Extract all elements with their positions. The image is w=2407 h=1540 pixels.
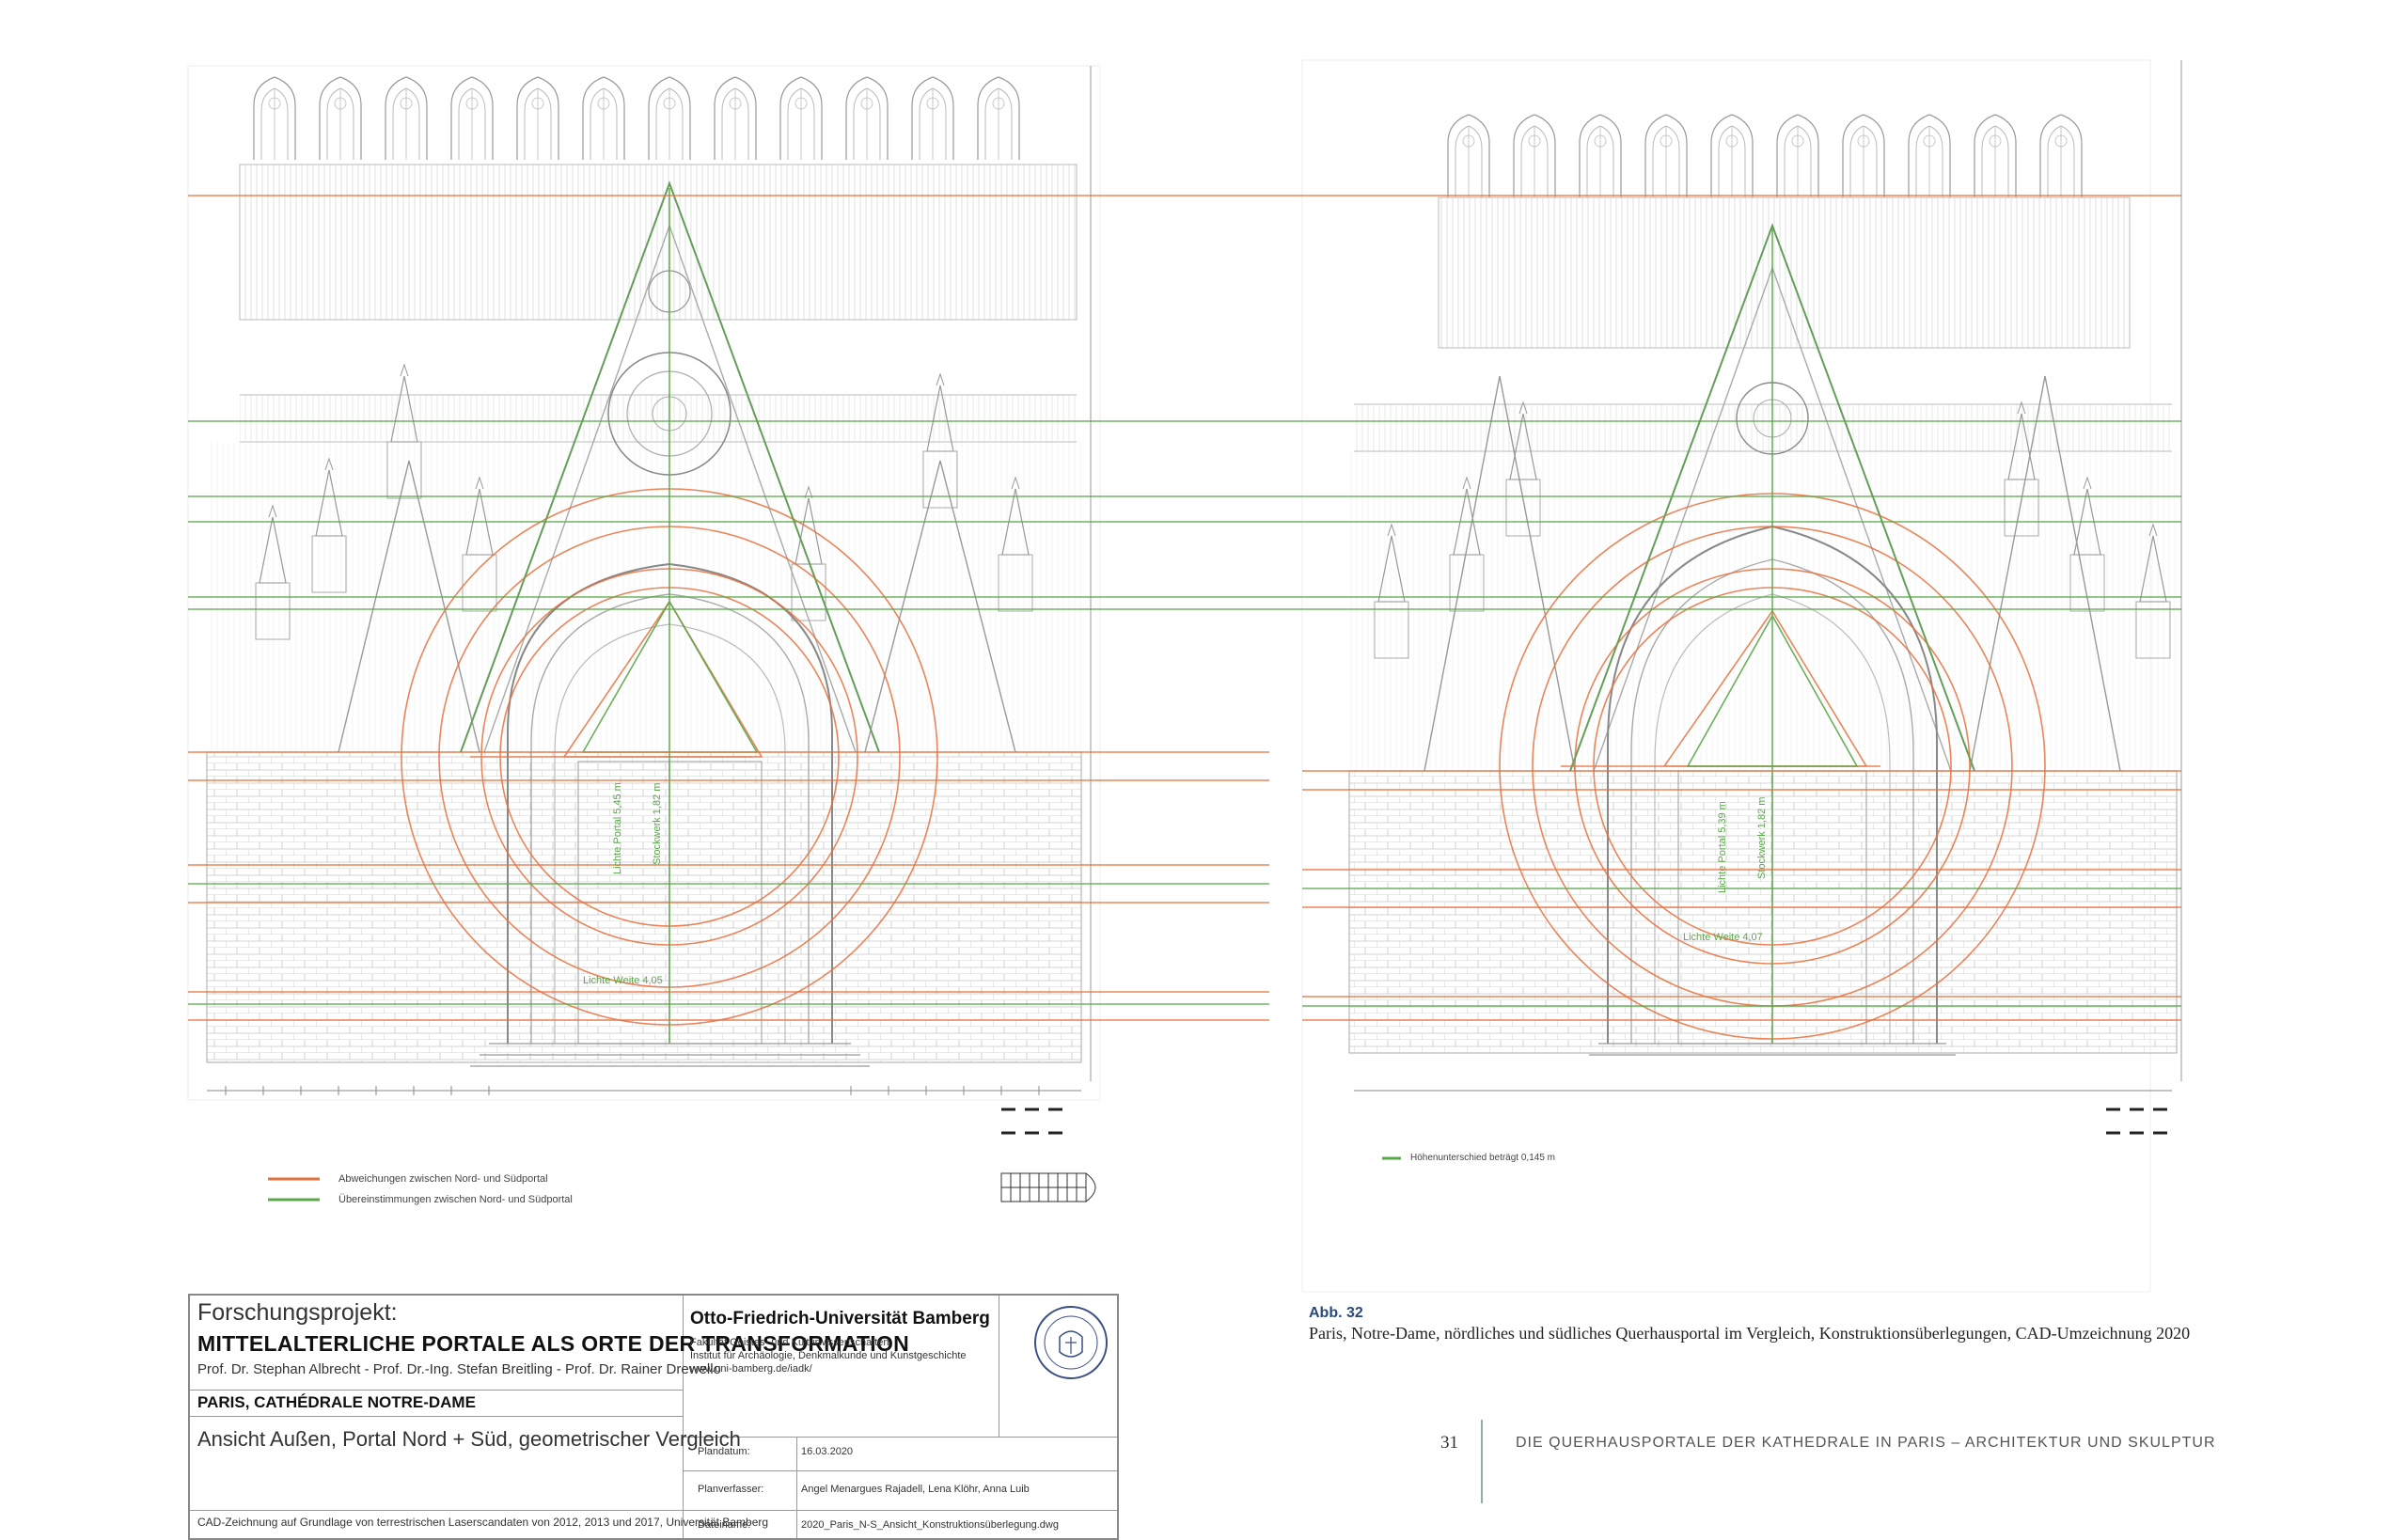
svg-text:Lichte Weite 4,07: Lichte Weite 4,07 — [1683, 932, 1763, 943]
cad-note: CAD-Zeichnung auf Grundlage von terrestr… — [197, 1516, 769, 1529]
figure-caption: Paris, Notre-Dame, nördliches und südlic… — [1309, 1324, 2191, 1343]
project-title: MITTELALTERLICHE PORTALE ALS ORTE DER TR… — [197, 1331, 910, 1356]
university-name: Otto-Friedrich-Universität Bamberg — [690, 1309, 990, 1328]
university-seal-icon — [1034, 1306, 1108, 1379]
svg-text:Stockwerk 1,82 m: Stockwerk 1,82 m — [1756, 797, 1768, 879]
file-name-key: Dateiname: — [698, 1519, 751, 1531]
legend-green-label: Übereinstimmungen zwischen Nord- und Süd… — [338, 1194, 573, 1205]
professors: Prof. Dr. Stephan Albrecht - Prof. Dr.-I… — [197, 1361, 721, 1377]
height-difference-note: Höhenunterschied beträgt 0,145 m — [1410, 1153, 1555, 1163]
figure-label: Abb. 32 — [1309, 1305, 1363, 1321]
svg-text:Lichte Portal 5,45 m: Lichte Portal 5,45 m — [612, 782, 623, 874]
legend-orange-label: Abweichungen zwischen Nord- und Südporta… — [338, 1173, 548, 1185]
left-elevation: Lichte Portal 5,45 m Stockwerk 1,82 m Li… — [206, 66, 1096, 1202]
place-name: PARIS, CATHÉDRALE NOTRE-DAME — [197, 1393, 476, 1411]
svg-text:Lichte Portal 5,39 m: Lichte Portal 5,39 m — [1717, 801, 1728, 893]
footer-divider — [1481, 1420, 1483, 1503]
comparison-lines — [188, 195, 2181, 1021]
faculty-line: Fakultät Geistes- und Kulturwissenschaft… — [690, 1337, 889, 1348]
svg-text:Stockwerk 1,82 m: Stockwerk 1,82 m — [652, 783, 663, 865]
svg-text:Lichte Weite 4,05: Lichte Weite 4,05 — [583, 975, 663, 986]
title-block: Forschungsprojekt: MITTELALTERLICHE PORT… — [188, 1294, 1119, 1540]
plan-date-key: Plandatum: — [698, 1446, 750, 1457]
file-name-value: 2020_Paris_N-S_Ansicht_Konstruktionsüber… — [801, 1519, 1059, 1531]
plan-author-value: Angel Menargues Rajadell, Lena Klöhr, An… — [801, 1484, 1030, 1495]
view-description: Ansicht Außen, Portal Nord + Süd, geomet… — [197, 1427, 741, 1451]
institute-line: Institut für Archäologie, Denkmalkunde u… — [690, 1350, 967, 1361]
website-line: www.uni-bamberg.de/iadk/ — [690, 1363, 812, 1375]
page-number: 31 — [1440, 1433, 1458, 1453]
plan-author-key: Planverfasser: — [698, 1484, 764, 1495]
architectural-drawing: Lichte Portal 5,45 m Stockwerk 1,82 m Li… — [187, 59, 2182, 1293]
plan-date-value: 16.03.2020 — [801, 1446, 854, 1457]
running-head: DIE QUERHAUSPORTALE DER KATHEDRALE IN PA… — [1516, 1435, 2216, 1451]
project-label: Forschungsprojekt: — [197, 1299, 398, 1326]
